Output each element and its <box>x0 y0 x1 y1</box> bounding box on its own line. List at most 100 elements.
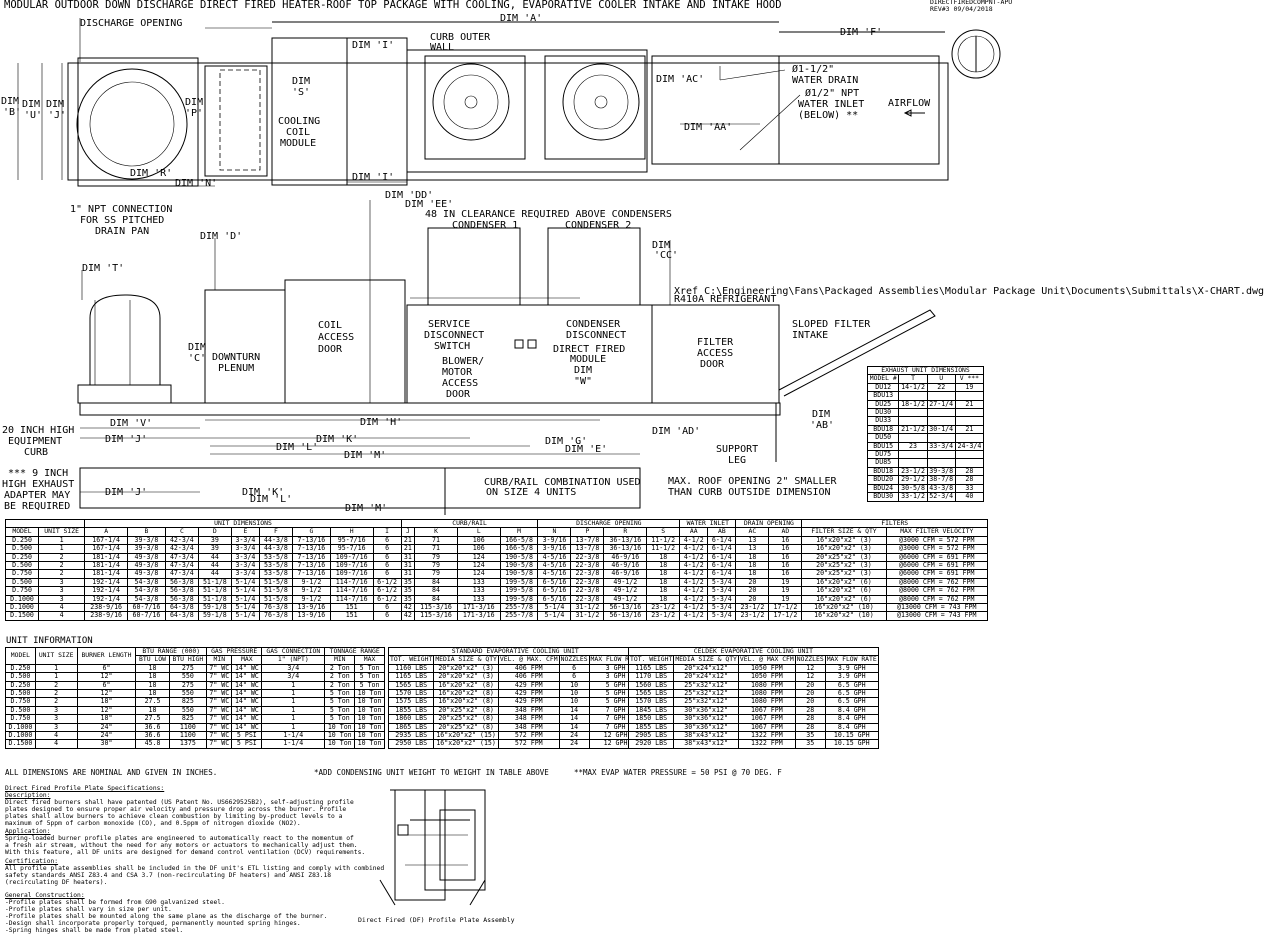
table-cell: 14" WC <box>231 689 263 699</box>
table-cell: 166-5/8 <box>499 535 539 546</box>
table-cell: 23-1/2 <box>898 466 928 477</box>
dims-header: FILTER SIZE & QTY <box>801 527 887 537</box>
table-cell: 19 <box>768 577 803 588</box>
dims-header: AC <box>735 527 770 537</box>
gas-connection-group: GAS CONNECTION <box>261 646 326 657</box>
dims-header: M <box>499 527 539 537</box>
table-row: DU50 <box>866 433 985 443</box>
table-cell: 5-3/4 <box>707 611 737 621</box>
table-cell: 1 <box>261 705 326 716</box>
table-cell: 20 <box>735 594 770 605</box>
table-cell: 14" WC <box>231 697 263 707</box>
table-cell: 192-1/4 <box>84 586 129 596</box>
table-cell: 56-3/8 <box>164 586 199 596</box>
curb-label-2: EQUIPMENT <box>8 436 62 447</box>
table-cell: D.1000 <box>5 603 39 613</box>
table-cell: 7" WC <box>206 680 233 691</box>
table-cell: 22-3/8 <box>570 577 605 588</box>
table-cell: 33-1/2 <box>898 492 928 502</box>
table-cell: 5 Ton <box>354 663 385 674</box>
dims-header: S <box>646 527 681 537</box>
table-cell: 167-1/4 <box>84 535 129 546</box>
table-cell: 28 <box>794 722 826 733</box>
cooling-coil-label-3: MODULE <box>280 138 316 149</box>
table-cell: 4-1/2 <box>679 569 709 579</box>
table-cell: 3 <box>34 714 78 724</box>
table-cell: 2 <box>37 561 86 571</box>
support-leg-label-2: LEG <box>728 455 746 466</box>
table-cell: 1570 LBS <box>627 697 675 707</box>
table-cell <box>954 450 985 460</box>
table-cell: 6-1/4 <box>707 561 737 571</box>
table-cell <box>898 433 928 443</box>
table-cell: 2 <box>37 569 86 579</box>
table-cell: 1165 LBS <box>627 663 675 674</box>
table-cell: 5 Ton <box>354 672 385 682</box>
dim-k-label: DIM 'K' <box>316 434 358 445</box>
condensing-note: *ADD CONDENSING UNIT WEIGHT TO WEIGHT IN… <box>314 768 549 777</box>
table-cell: 5 Ton <box>354 680 385 691</box>
dim-aa-label: DIM 'AA' <box>684 122 732 133</box>
table-cell: 35 <box>400 594 416 605</box>
dim-c-label: DIM <box>188 342 206 353</box>
std-evap-header: VEL. @ MAX. CFM <box>497 655 560 665</box>
refrigerant-label: R410A REFRIGERANT <box>674 294 776 305</box>
dim-j-label-side: DIM 'J' <box>105 434 147 445</box>
celdek-title: CELDEK EVAPORATIVE COOLING UNIT <box>628 646 879 657</box>
table-cell: 39-3/8 <box>127 544 166 554</box>
table-cell: 4 <box>37 603 86 613</box>
table-cell: 3-9/16 <box>537 544 572 554</box>
table-cell: 4 <box>34 731 78 741</box>
table-cell: 16"x20"x2" (8) <box>433 697 499 707</box>
table-cell: 6.5 GPH <box>824 697 879 707</box>
table-cell: 1570 LBS <box>387 689 435 699</box>
water-pressure-note: **MAX EVAP WATER PRESSURE = 50 PSI @ 70 … <box>574 768 782 777</box>
table-cell: 1 <box>261 714 326 724</box>
table-cell: D.250 <box>5 680 36 691</box>
dim-m-lower-label: DIM 'M' <box>345 503 387 514</box>
celdek-evaporative-table: CELDEK EVAPORATIVE COOLING UNIT TOT. WEI… <box>627 646 879 749</box>
table-cell: 36.6 <box>135 731 170 741</box>
dim-i-label: DIM 'I' <box>352 40 394 51</box>
table-cell: 255-7/8 <box>499 603 539 613</box>
table-cell: 23-1/2 <box>646 611 681 621</box>
table-cell: 18 <box>135 705 170 716</box>
discharge-opening-group: DISCHARGE OPENING <box>537 518 681 529</box>
table-cell: 49-3/8 <box>127 569 166 579</box>
table-cell: 18" <box>76 714 137 724</box>
table-cell: 30-1/4 <box>926 424 956 435</box>
application-text: Spring-loaded burner profile plates are … <box>5 835 366 857</box>
table-cell: D.1000 <box>5 594 39 605</box>
table-cell: 79 <box>414 561 458 571</box>
table-cell: 5 Ton <box>324 714 356 724</box>
table-cell: 47-3/4 <box>164 552 199 563</box>
table-cell: 22-3/8 <box>570 586 605 596</box>
dim-ac-label: DIM 'AC' <box>656 74 704 85</box>
table-cell: 1050 FPM <box>737 672 796 682</box>
table-cell: 42 <box>400 603 416 613</box>
table-cell: 2 <box>34 689 78 699</box>
table-cell: 9-1/2 <box>291 586 331 596</box>
table-cell: 30"x36"x12" <box>673 714 739 724</box>
table-cell: 4-1/2 <box>679 561 709 571</box>
table-cell: 38"x43"x12" <box>673 731 739 741</box>
table-cell: 25"x32"x12" <box>673 680 739 691</box>
table-cell: 406 FPM <box>497 672 560 682</box>
filter-access-label: FILTER <box>697 337 734 348</box>
table-cell: 16 <box>768 569 803 579</box>
table-cell: 22-3/8 <box>570 594 605 605</box>
table-cell: 275 <box>168 663 208 674</box>
table-cell: 2 Ton <box>324 680 356 691</box>
table-cell: 20"x24"x12" <box>673 672 739 682</box>
table-cell: 60-7/16 <box>127 603 166 613</box>
dims-header: A <box>84 527 129 537</box>
table-cell: 33-3/4 <box>926 441 956 452</box>
